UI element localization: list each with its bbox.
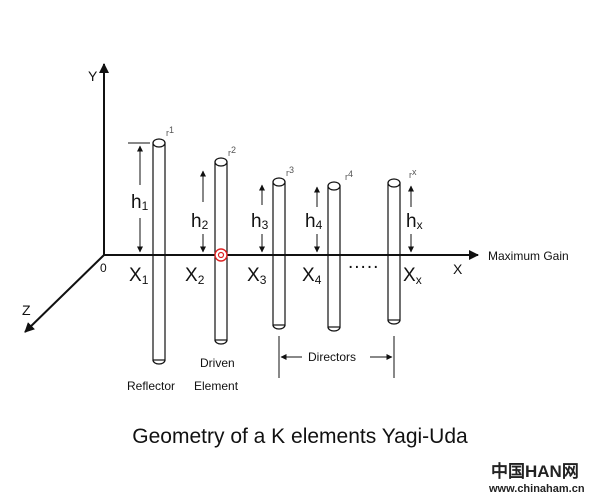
r3-label: r3 bbox=[286, 165, 294, 178]
z-axis-label: Z bbox=[22, 302, 31, 318]
reflector-label: Reflector bbox=[127, 379, 175, 393]
max-gain-label: Maximum Gain bbox=[488, 249, 569, 263]
rx-label: rx bbox=[409, 167, 417, 180]
h1-label: h1 bbox=[131, 192, 149, 213]
x-axis-label: X bbox=[453, 261, 463, 277]
h1-dimension bbox=[128, 142, 150, 253]
ellipsis: ..... bbox=[348, 252, 379, 273]
driven-label-line1: Driven bbox=[200, 356, 235, 370]
x1-label: X1 bbox=[129, 265, 149, 287]
reflector-rod bbox=[152, 138, 166, 365]
r2-label: r2 bbox=[228, 145, 236, 158]
origin-label: 0 bbox=[100, 261, 107, 275]
z-axis bbox=[24, 254, 105, 333]
x2-label: X2 bbox=[185, 265, 205, 287]
director-rod-3 bbox=[272, 177, 286, 330]
h4-label: h4 bbox=[305, 211, 323, 232]
x3-label: X3 bbox=[247, 265, 267, 287]
x4-label: X4 bbox=[302, 265, 322, 287]
directors-label: Directors bbox=[308, 350, 356, 364]
xx-label: Xx bbox=[403, 265, 422, 287]
h2-label: h2 bbox=[191, 211, 209, 232]
directors-span bbox=[278, 336, 395, 378]
h3-label: h3 bbox=[251, 211, 269, 232]
watermark-text: 中国HAN网 bbox=[491, 461, 579, 481]
director-rod-4 bbox=[327, 181, 341, 332]
diagram-title: Geometry of a K elements Yagi-Uda bbox=[132, 425, 468, 448]
feed-point bbox=[214, 248, 228, 262]
director-rod-x bbox=[387, 178, 401, 325]
r4-label: r4 bbox=[345, 169, 353, 182]
r1-label: r1 bbox=[166, 125, 174, 138]
y-axis-label: Y bbox=[88, 68, 98, 84]
driven-label-line2: Element bbox=[194, 379, 239, 393]
watermark-url: www.chinaham.cn bbox=[488, 483, 585, 495]
hx-label: hx bbox=[406, 211, 423, 232]
